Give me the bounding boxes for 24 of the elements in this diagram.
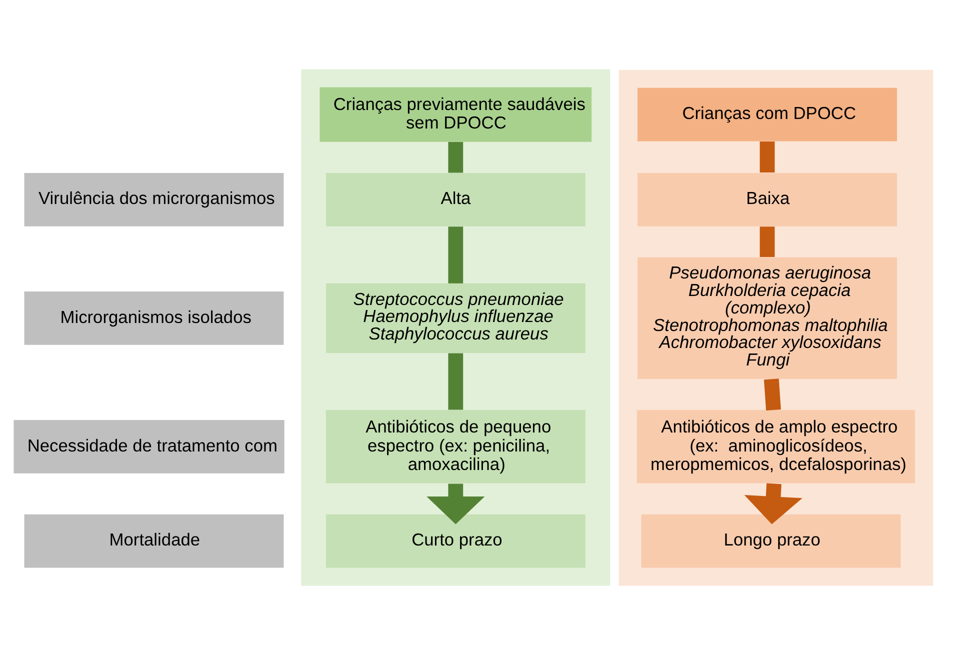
arrow (744, 482, 802, 524)
node-box: Streptococcus pneumoniae Haemophylus influenzae Staphylococcus aureus (326, 282, 586, 352)
cluster (618, 69, 933, 586)
arrow (426, 483, 485, 524)
node-box: Pseudomonas aeruginosa Burkholderia cepacia (complexo) Stenotrophomonas maltophilia Achromobacter xylosoxidans Fungi (638, 256, 897, 379)
node-box: Antibióticos de pequeno espectro (ex: penicilina, amoxacilina) (326, 410, 586, 483)
node-box: Microrganismos isolados (24, 291, 284, 344)
node-box: Curto prazo (326, 514, 586, 568)
node-box: Alta (326, 172, 586, 226)
node-box: Baixa (638, 172, 897, 226)
connector (764, 378, 781, 410)
connector (760, 226, 775, 257)
node-box: Crianças com DPOCC (638, 87, 897, 141)
node-box: Virulência dos microrganismos (24, 172, 284, 226)
cluster (301, 68, 610, 586)
node-box: Necessidade de tratamento com (14, 420, 284, 473)
node-box: Longo prazo (641, 514, 901, 568)
connector (448, 226, 464, 283)
connector (448, 141, 464, 172)
connector (760, 141, 775, 172)
node-box: Antibióticos de amplo espectro (ex: aminoglicosídeos, meropmemicos, dcefalosporinas) (636, 410, 915, 483)
node-box: Crianças previamente saudáveis sem DPOCC (320, 86, 592, 142)
connector (448, 352, 464, 410)
node-box: Mortalidade (24, 514, 284, 568)
